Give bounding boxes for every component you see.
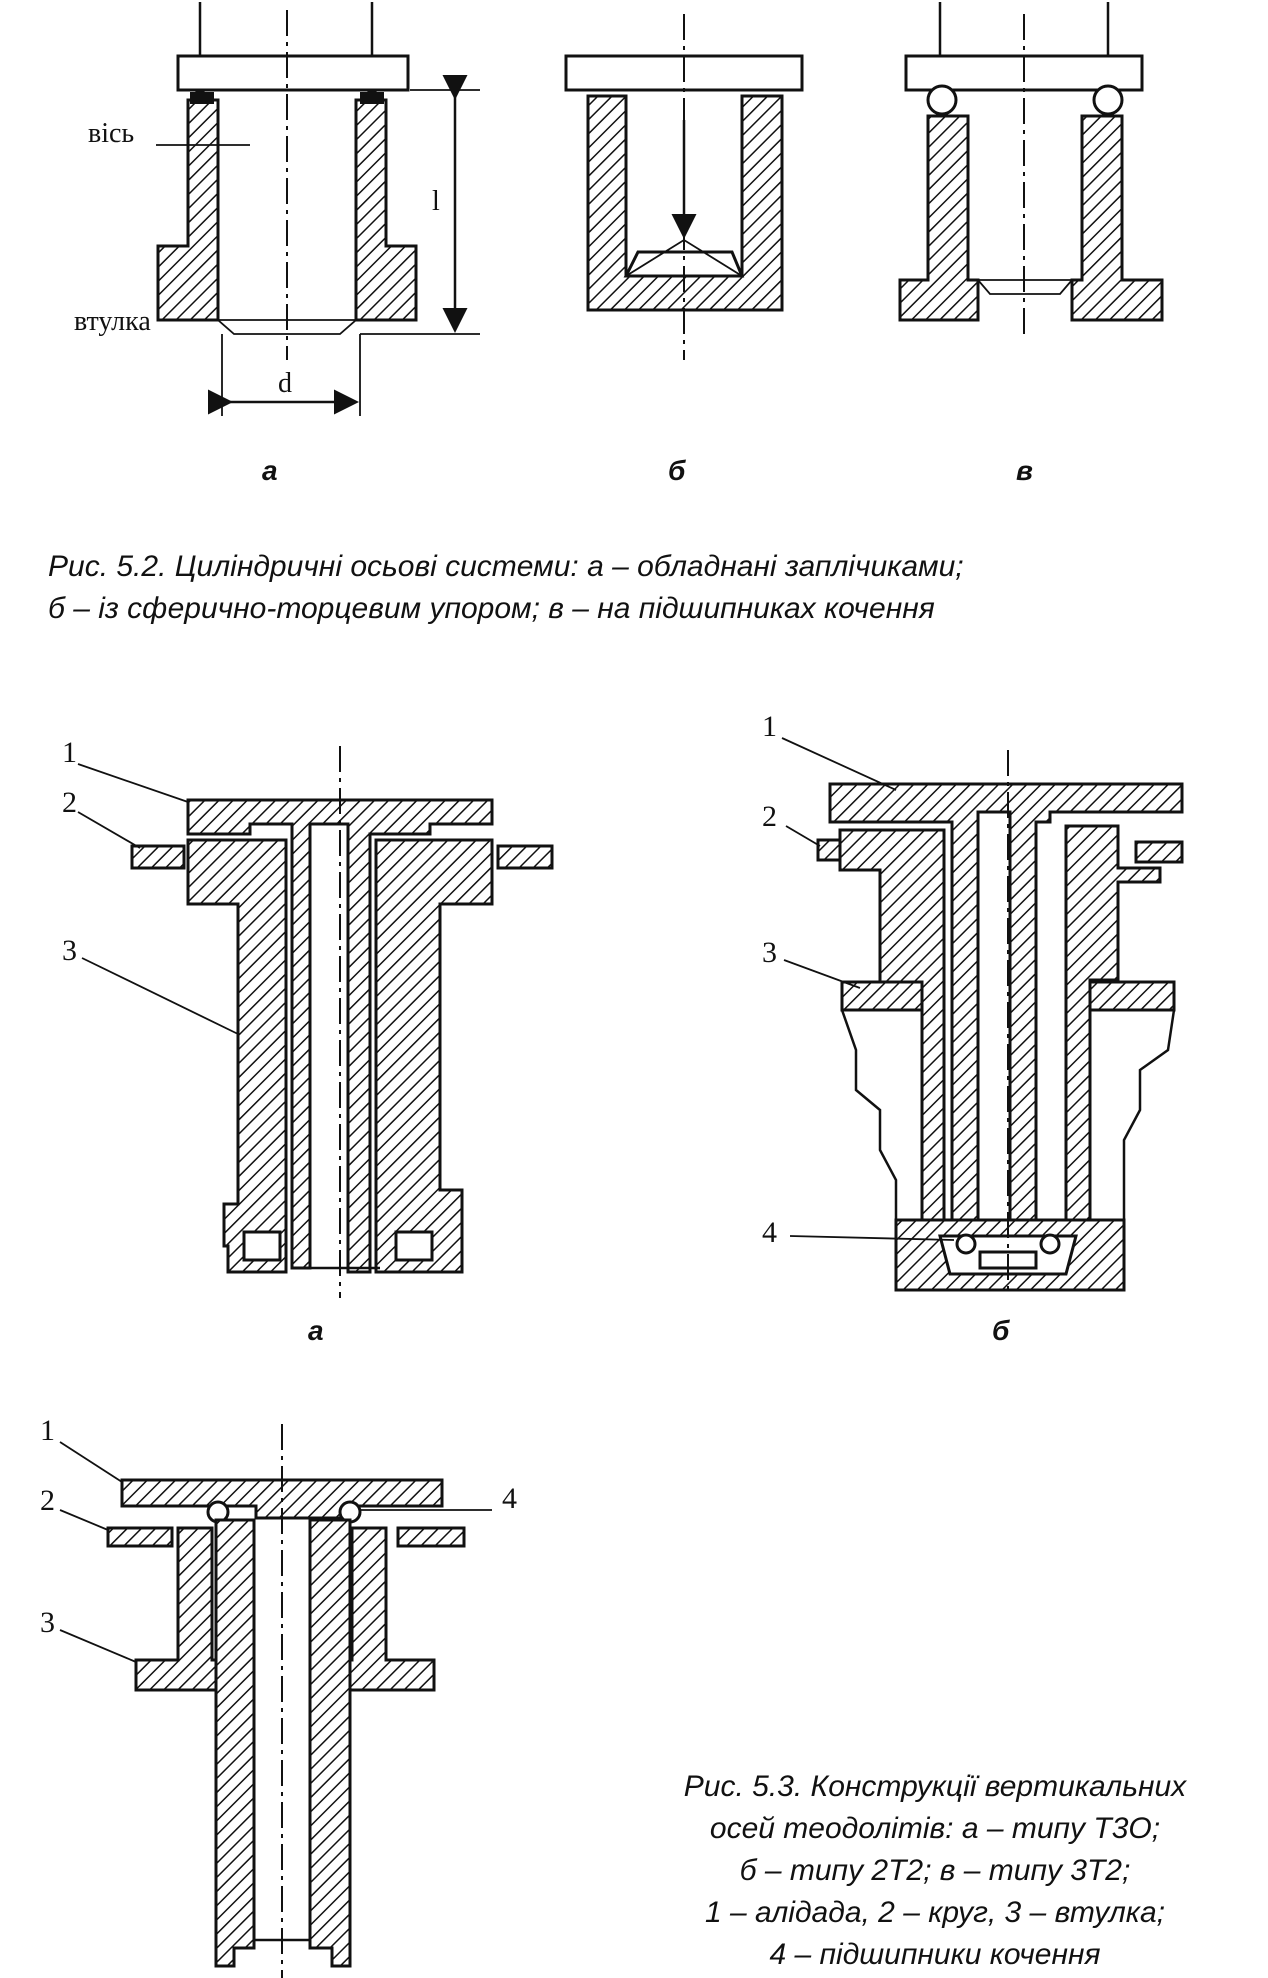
fig52-caption-line1: Рис. 5.2. Циліндричні осьові системи: а … <box>48 550 964 583</box>
fig53-caption-line2: осей теодолітів: а – типу Т3О; <box>709 1812 1161 1845</box>
fig53-caption-line5: 4 – підшипники кочення <box>769 1938 1101 1971</box>
fig53-c-num-1: 1 <box>40 1414 55 1447</box>
fig53-b-num-2: 2 <box>762 800 777 833</box>
fig53-b-drawing: 1 2 3 4 б <box>762 710 1184 1346</box>
fig53-a-drawing: 1 2 3 а <box>62 736 554 1346</box>
fig52-a-drawing: l d вісь втулка а <box>74 2 480 486</box>
fig53-caption-line1: Рис. 5.3. Конструкції вертикальних <box>683 1770 1187 1803</box>
fig52-caption: Рис. 5.2. Циліндричні осьові системи: а … <box>48 546 1228 630</box>
fig53-c-drawing: 1 2 3 4 <box>40 1414 517 1978</box>
fig53-sub-a: а <box>308 1315 324 1346</box>
fig53-c-num-4: 4 <box>502 1482 517 1515</box>
fig53-caption-line4: 1 – алідада, 2 – круг, 3 – втулка; <box>705 1896 1165 1929</box>
fig53-c-num-3: 3 <box>40 1606 55 1639</box>
fig53-a-num-1: 1 <box>62 736 77 769</box>
fig53-b-num-1: 1 <box>762 710 777 743</box>
fig52-sub-a: а <box>262 455 278 486</box>
diameter-label: d <box>278 368 292 399</box>
fig52-caption-line2: б – із сферично-торцевим упором; в – на … <box>48 592 935 625</box>
bushing-label: втулка <box>74 306 151 337</box>
axis-label: вісь <box>88 118 134 149</box>
fig53-b-num-4: 4 <box>762 1216 777 1249</box>
fig53-caption: Рис. 5.3. Конструкції вертикальних осей … <box>610 1766 1260 1976</box>
fig52-sub-c: в <box>1016 455 1033 486</box>
fig53-caption-line3: б – типу 2Т2; в – типу 3Т2; <box>739 1854 1131 1887</box>
fig53-c-num-2: 2 <box>40 1484 55 1517</box>
fig53-a-num-2: 2 <box>62 786 77 819</box>
fig53-sub-b: б <box>992 1315 1010 1346</box>
fig52-c-drawing: в <box>898 2 1164 486</box>
fig53-a-num-3: 3 <box>62 934 77 967</box>
length-label: l <box>432 186 440 217</box>
fig53-b-num-3: 3 <box>762 936 777 969</box>
fig52-sub-b: б <box>668 455 686 486</box>
fig52-b-drawing: б <box>564 14 804 486</box>
